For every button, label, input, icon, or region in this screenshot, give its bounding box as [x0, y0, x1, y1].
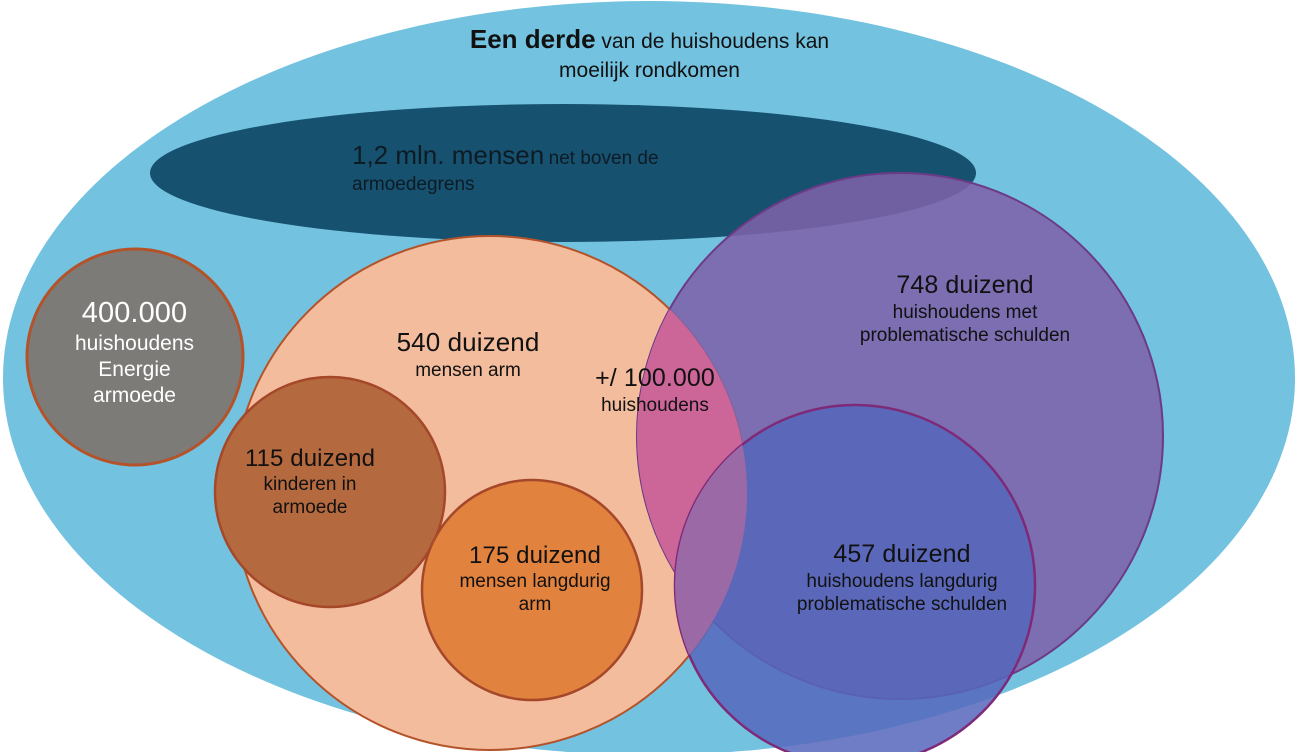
circle-energiearmoede — [25, 247, 245, 467]
circle-mensen-langdurig-arm — [420, 478, 644, 702]
circle-kinderen-in-armoede — [213, 375, 447, 609]
